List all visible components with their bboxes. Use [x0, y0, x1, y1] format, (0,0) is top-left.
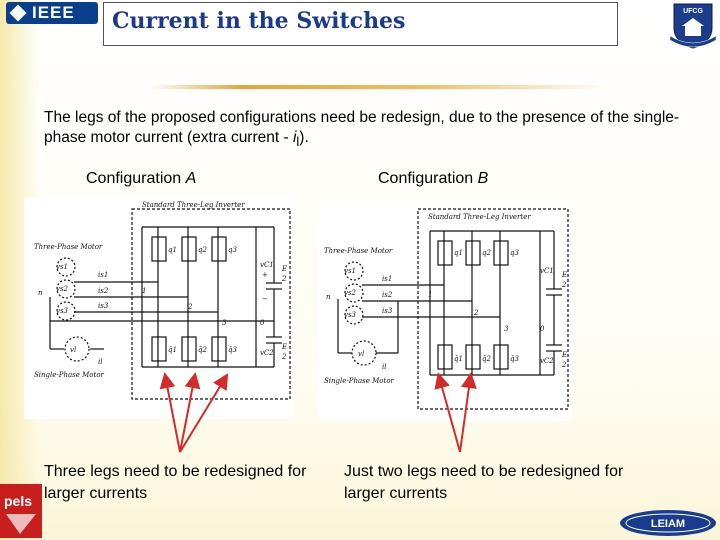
- config-b-prefix: Configuration: [378, 170, 478, 187]
- inverter-dashed-box-b: [417, 208, 569, 410]
- config-b-letter: B: [477, 170, 489, 187]
- inverter-label-b: Standard Three-Leg Inverter: [428, 213, 531, 221]
- il-label: il: [98, 358, 102, 366]
- is3-label-b: is3: [382, 307, 393, 315]
- single-phase-motor-label-b: Single-Phase Motor: [324, 377, 395, 385]
- leiam-logo: LEIAM: [620, 510, 716, 536]
- qb3-label-b: q̄3: [510, 355, 519, 363]
- il-label-b: il: [382, 363, 386, 371]
- qb2-label: q̄2: [198, 346, 207, 354]
- minus-1: −: [262, 295, 268, 303]
- half-den-b1: 2: [561, 281, 567, 289]
- pels-logo: pels: [0, 484, 42, 538]
- vs2-label-b: vs2: [344, 289, 357, 297]
- vs1-label: vs1: [56, 263, 68, 271]
- half-den-1: 2: [281, 275, 287, 283]
- is1-label: is1: [98, 271, 108, 279]
- ieee-logo-text: IEEE: [32, 3, 75, 22]
- vs1-label-b: vs1: [344, 267, 356, 275]
- title-divider: [150, 85, 610, 89]
- qb3-label: q̄3: [228, 346, 237, 354]
- intro-var: i: [292, 129, 297, 146]
- node3-label-b: 3: [504, 325, 509, 333]
- qb2-label-b: q̄2: [482, 355, 491, 363]
- inverter-label: Standard Three-Leg Inverter: [142, 201, 245, 209]
- q1-label-b: q1: [454, 249, 463, 257]
- node0-label: 0: [260, 319, 265, 327]
- qb1-label: q̄1: [168, 346, 177, 354]
- e-half-1: E: [281, 265, 287, 273]
- node2-label: 2: [187, 303, 193, 311]
- is1-label-b: is1: [382, 275, 392, 283]
- q3-label-b: q3: [510, 249, 519, 257]
- node2-label-b: 2: [473, 309, 479, 317]
- node3-label: 3: [222, 319, 227, 327]
- vs3-label: vs3: [56, 307, 69, 315]
- three-phase-motor-label-b: Three-Phase Motor: [324, 247, 393, 255]
- e-half-b2: E: [561, 351, 567, 359]
- pels-logo-text: pels: [4, 493, 32, 509]
- node0-label-b: 0: [540, 325, 545, 333]
- vs3-label-b: vs3: [344, 311, 357, 319]
- plus-1: +: [262, 271, 268, 279]
- config-a-prefix: Configuration: [86, 170, 186, 187]
- vc1-label-b: vC1: [540, 267, 554, 275]
- node1-label-b: 1: [428, 291, 432, 299]
- vl-label: vl: [70, 346, 76, 354]
- caption-b: Just two legs need to be redesigned for …: [344, 463, 624, 502]
- vs2-label: vs2: [56, 285, 69, 293]
- ieee-diamond-icon: [9, 4, 27, 22]
- config-b-label: Configuration B: [378, 170, 488, 188]
- ufcg-shield-icon: UFCG: [669, 3, 717, 49]
- slide-title: Current in the Switches: [112, 8, 406, 34]
- q2-label: q2: [198, 246, 207, 254]
- intro-text: The legs of the proposed configurations …: [44, 108, 694, 152]
- three-phase-motor-label: Three-Phase Motor: [34, 243, 103, 251]
- intro-end: ).: [299, 129, 309, 146]
- vc2-label: vC2: [260, 349, 274, 357]
- vl-label-b: vl: [358, 350, 364, 358]
- intro-main: The legs of the proposed configurations …: [44, 109, 680, 146]
- is2-label: is2: [98, 287, 109, 295]
- node1-label: 1: [142, 287, 146, 295]
- circuit-b-diagram: Standard Three-Leg Inverter Three-Phase …: [318, 203, 572, 421]
- ieee-logo: IEEE: [6, 2, 98, 24]
- q2-label-b: q2: [482, 249, 491, 257]
- qb1-label-b: q̄1: [454, 355, 463, 363]
- q1-label: q1: [168, 246, 177, 254]
- title-box: Current in the Switches: [103, 2, 618, 46]
- caption-a: Three legs need to be redesigned for lar…: [44, 463, 307, 502]
- half-den-2: 2: [281, 353, 287, 361]
- config-a-label: Configuration A: [86, 170, 196, 188]
- intro-sub: l: [296, 134, 300, 150]
- config-a-letter: A: [185, 170, 197, 187]
- circuit-a-diagram: Standard Three-Leg Inverter Three-Phase …: [24, 197, 294, 419]
- n-label: n: [38, 289, 43, 297]
- ufcg-logo-text: UFCG: [683, 8, 703, 15]
- is3-label: is3: [98, 302, 109, 310]
- q3-label: q3: [228, 246, 237, 254]
- n-label-b: n: [326, 293, 331, 301]
- e-half-2: E: [281, 343, 287, 351]
- e-half-b1: E: [561, 271, 567, 279]
- vc2-label-b: vC2: [540, 357, 554, 365]
- single-phase-motor-label: Single-Phase Motor: [34, 371, 105, 379]
- leiam-logo-text: LEIAM: [651, 518, 685, 530]
- vc1-label: vC1: [260, 261, 274, 269]
- half-den-b2: 2: [561, 361, 567, 369]
- is2-label-b: is2: [382, 291, 393, 299]
